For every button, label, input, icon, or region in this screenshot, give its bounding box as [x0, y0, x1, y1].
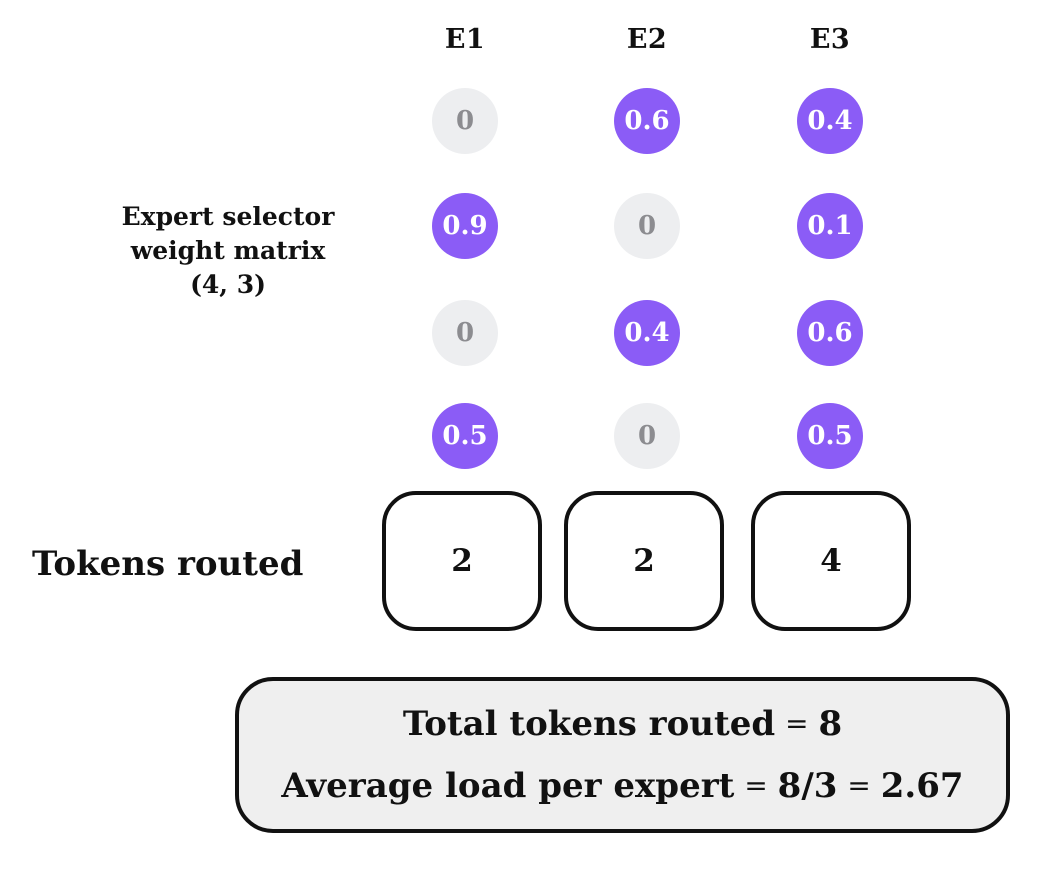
token-count-e2: 2 [633, 543, 655, 579]
token-count-e1: 2 [451, 543, 473, 579]
tokens-routed-label: Tokens routed [32, 544, 304, 584]
weight-cell-r1c2: 0.1 [797, 193, 863, 259]
weight-cell-r3c2: 0.5 [797, 403, 863, 469]
weight-cell-r3c1: 0 [614, 403, 680, 469]
token-count-e3: 4 [820, 543, 842, 579]
expert-header-e1: E1 [444, 24, 486, 55]
summary-box: Total tokens routed=8 Average load per e… [235, 677, 1010, 833]
token-box-e3: 4 [751, 491, 911, 631]
matrix-label-shape: (4, 3) [190, 270, 266, 299]
summary-total-label: Total tokens routed [402, 703, 776, 744]
summary-average-value: 2.67 [880, 766, 964, 807]
weight-cell-r2c2: 0.6 [797, 300, 863, 366]
weight-cell-r2c0: 0 [432, 300, 498, 366]
weight-cell-r3c0: 0.5 [432, 403, 498, 469]
weight-cell-r1c0: 0.9 [432, 193, 498, 259]
summary-total-value: 8 [818, 703, 843, 744]
expert-header-e3: E3 [809, 24, 851, 55]
token-box-e2: 2 [564, 491, 724, 631]
equals-sign: = [785, 706, 809, 740]
weight-cell-r0c0: 0 [432, 88, 498, 154]
equals-sign: = [847, 769, 871, 803]
token-box-e1: 2 [382, 491, 542, 631]
weight-cell-r2c1: 0.4 [614, 300, 680, 366]
summary-average-fraction: 8/3 [777, 766, 838, 807]
weight-cell-r0c1: 0.6 [614, 88, 680, 154]
equals-sign: = [744, 769, 768, 803]
summary-average-label: Average load per expert [281, 766, 735, 807]
expert-header-e2: E2 [626, 24, 668, 55]
weight-cell-r0c2: 0.4 [797, 88, 863, 154]
matrix-label-line2: weight matrix [130, 236, 326, 265]
matrix-label: Expert selector weight matrix (4, 3) [122, 200, 335, 302]
matrix-label-line1: Expert selector [121, 202, 335, 231]
summary-average-line: Average load per expert = 8/3 = 2.67 [281, 766, 963, 806]
weight-cell-r1c1: 0 [614, 193, 680, 259]
summary-total-line: Total tokens routed = 8 [403, 704, 842, 744]
